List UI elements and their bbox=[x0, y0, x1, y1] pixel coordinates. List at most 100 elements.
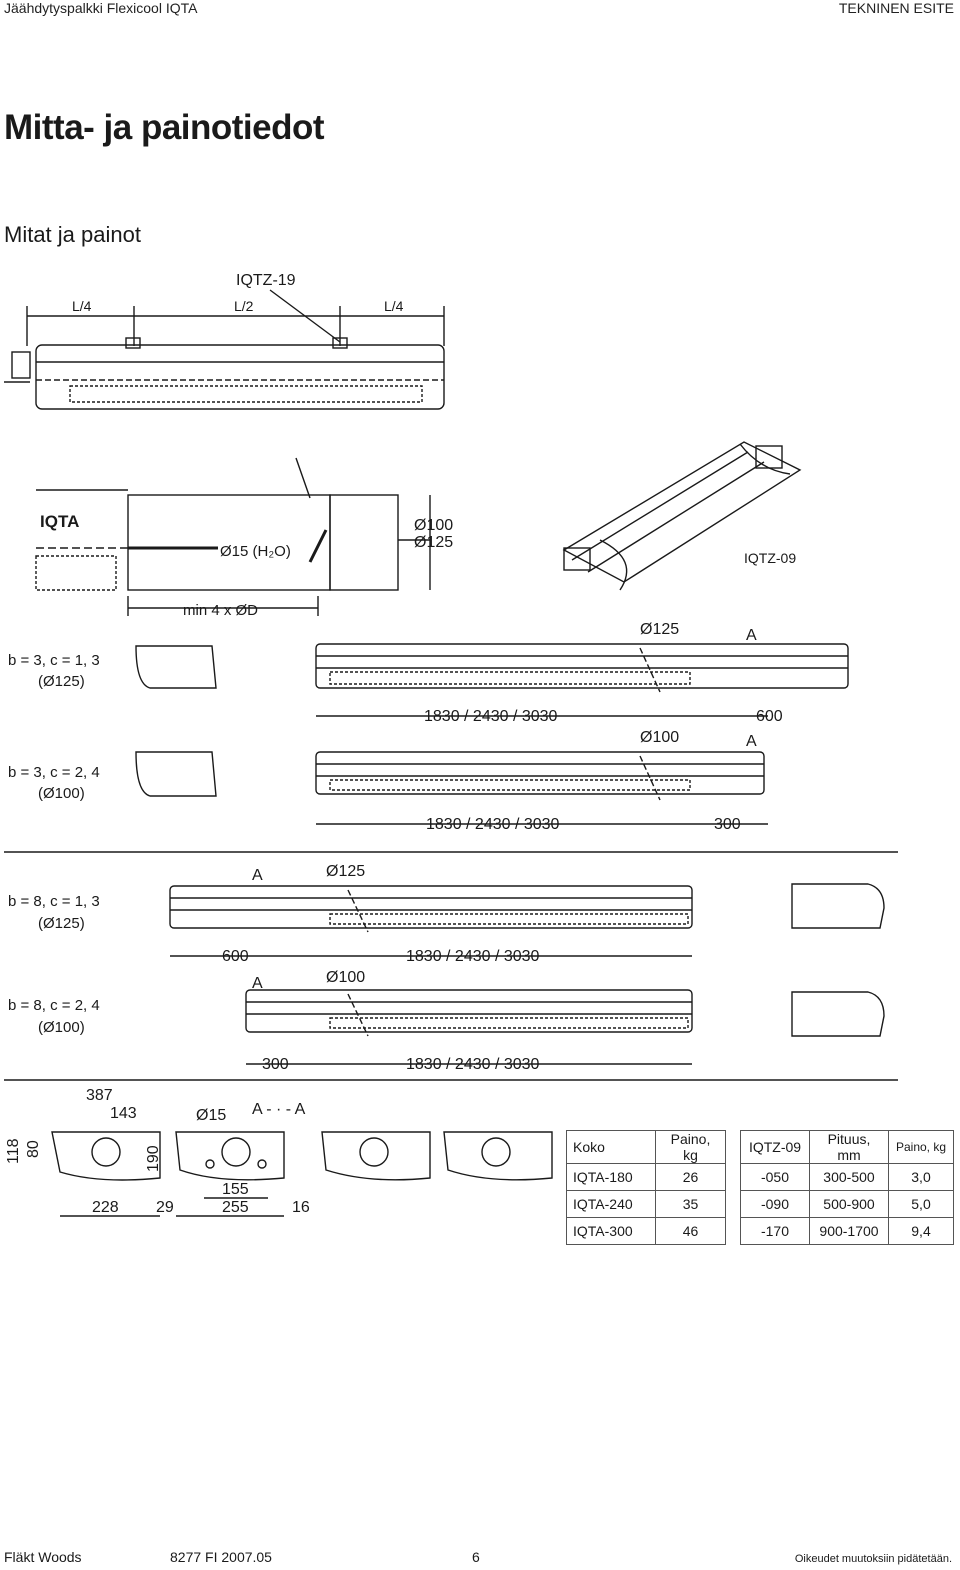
profile-b8-2 bbox=[791, 991, 885, 1037]
table-cell: 900-1700 bbox=[809, 1217, 889, 1245]
variant-b3-c24: b = 3, c = 2, 4 (Ø100) Ø100 A 1830 / 243… bbox=[8, 729, 768, 833]
table-row: -090 500-900 5,0 bbox=[740, 1190, 954, 1218]
label-d125: Ø125 bbox=[414, 534, 453, 551]
section-profile-4 bbox=[443, 1131, 553, 1181]
dim-29: 29 bbox=[156, 1199, 174, 1216]
table-cell: -090 bbox=[740, 1190, 810, 1218]
dim-80: 80 bbox=[25, 1140, 42, 1158]
section-profile-1 bbox=[51, 1131, 161, 1181]
header-product: Jäähdytyspalkki Flexicool IQTA bbox=[4, 0, 198, 16]
table-header: Koko bbox=[566, 1130, 656, 1164]
variant-b3-1-duct: Ø125 bbox=[640, 621, 679, 638]
table-header: IQTZ-09 bbox=[740, 1130, 810, 1164]
variant-b8-c13: b = 8, c = 1, 3 (Ø125) Ø125 A 600 1830 /… bbox=[8, 863, 885, 965]
table-cell: -050 bbox=[740, 1163, 810, 1191]
label-iqta: IQTA bbox=[40, 512, 79, 531]
iqtz-table: IQTZ-09 Pituus, mm Paino, kg -050 300-50… bbox=[740, 1130, 954, 1245]
header-doc-type: TEKNINEN ESITE bbox=[838, 0, 954, 16]
table-cell: IQTA-240 bbox=[566, 1190, 656, 1218]
table-cell: 26 bbox=[655, 1163, 726, 1191]
table-row: -050 300-500 3,0 bbox=[740, 1163, 954, 1191]
table-row: IQTA-240 35 bbox=[566, 1190, 726, 1218]
footer-note: Oikeudet muutoksiin pidätetään. bbox=[794, 1553, 952, 1565]
variant-b3-1-length: 1830 / 2430 / 3030 bbox=[424, 708, 558, 725]
variant-b8-2-end: 300 bbox=[262, 1056, 289, 1073]
variant-b3-1-end: 600 bbox=[756, 708, 783, 725]
inlet-detail: IQTA Ø15 (H₂O) Ø100 Ø125 min 4 x ØD bbox=[35, 457, 453, 619]
variant-b8-1-line2: (Ø125) bbox=[38, 915, 85, 932]
label-aa: A - · - A bbox=[252, 1101, 306, 1118]
variant-b8-1-duct: Ø125 bbox=[326, 863, 365, 880]
dim-143: 143 bbox=[110, 1105, 137, 1122]
section-subtitle: Mitat ja painot bbox=[4, 222, 141, 247]
dim-l4-right: L/4 bbox=[384, 298, 404, 314]
label-min: min 4 x ØD bbox=[183, 602, 258, 619]
table-cell: 300-500 bbox=[809, 1163, 889, 1191]
page-number: 6 bbox=[472, 1549, 480, 1565]
dim-155: 155 bbox=[222, 1181, 249, 1198]
top-beam-view: IQTZ-19 L/4 L/2 L/4 bbox=[4, 272, 445, 410]
table-row: IQTA-300 46 bbox=[566, 1217, 726, 1245]
iqtz09-perspective: IQTZ-09 bbox=[562, 441, 802, 591]
section-profile-3 bbox=[321, 1131, 431, 1181]
variant-b3-2-end: 300 bbox=[714, 816, 741, 833]
variant-b3-2-line2: (Ø100) bbox=[38, 785, 85, 802]
table-cell: 3,0 bbox=[888, 1163, 954, 1191]
profile-b3-2 bbox=[135, 751, 217, 797]
variant-b8-2-line1: b = 8, c = 2, 4 bbox=[8, 997, 100, 1014]
variant-b8-1-line1: b = 8, c = 1, 3 bbox=[8, 893, 100, 910]
variant-b3-2-line1: b = 3, c = 2, 4 bbox=[8, 764, 100, 781]
table-header: Paino, kg bbox=[888, 1130, 954, 1164]
variant-b3-1-line1: b = 3, c = 1, 3 bbox=[8, 652, 100, 669]
table-cell: IQTA-180 bbox=[566, 1163, 656, 1191]
table-row: -170 900-1700 9,4 bbox=[740, 1217, 954, 1245]
variant-b8-2-length: 1830 / 2430 / 3030 bbox=[406, 1056, 540, 1073]
table-cell: IQTA-300 bbox=[566, 1217, 656, 1245]
weights-table: Koko Paino, kg IQTA-180 26 IQTA-240 35 I… bbox=[566, 1130, 726, 1245]
label-iqtz19: IQTZ-19 bbox=[236, 272, 296, 289]
footer-code: 8277 FI 2007.05 bbox=[170, 1549, 272, 1565]
variant-b8-2-section: A bbox=[252, 975, 263, 992]
section-profile-2 bbox=[175, 1131, 285, 1181]
table-cell: 9,4 bbox=[888, 1217, 954, 1245]
profile-b8-1 bbox=[791, 883, 885, 929]
variant-b8-1-end: 600 bbox=[222, 948, 249, 965]
table-cell: 500-900 bbox=[809, 1190, 889, 1218]
variant-b8-2-line2: (Ø100) bbox=[38, 1019, 85, 1036]
dim-387: 387 bbox=[86, 1087, 113, 1104]
page-title: Mitta- ja painotiedot bbox=[4, 108, 325, 147]
variant-b3-2-section: A bbox=[746, 733, 757, 750]
table-row: IQTA-180 26 bbox=[566, 1163, 726, 1191]
variant-b3-c13: b = 3, c = 1, 3 (Ø125) Ø125 A 1830 / 243… bbox=[8, 621, 849, 725]
profile-b3-1 bbox=[135, 645, 217, 689]
variant-b3-2-length: 1830 / 2430 / 3030 bbox=[426, 816, 560, 833]
variant-b8-2-duct: Ø100 bbox=[326, 969, 365, 986]
dim-l4-left: L/4 bbox=[72, 298, 92, 314]
dim-118: 118 bbox=[5, 1138, 22, 1164]
dim-190: 190 bbox=[145, 1145, 162, 1172]
footer-brand: Fläkt Woods bbox=[4, 1549, 82, 1565]
table-header-row: Koko Paino, kg bbox=[566, 1130, 726, 1164]
table-cell: 35 bbox=[655, 1190, 726, 1218]
dim-255: 255 bbox=[222, 1199, 249, 1216]
table-header-row: IQTZ-09 Pituus, mm Paino, kg bbox=[740, 1130, 954, 1164]
label-d100: Ø100 bbox=[414, 517, 453, 534]
variant-b3-1-line2: (Ø125) bbox=[38, 673, 85, 690]
dim-l2: L/2 bbox=[234, 298, 254, 314]
label-iqtz09: IQTZ-09 bbox=[744, 550, 796, 566]
cross-sections: 387 143 Ø15 A - · - A 118 80 190 228 29 … bbox=[5, 1087, 553, 1217]
label-water: Ø15 (H₂O) bbox=[220, 543, 291, 560]
table-cell: -170 bbox=[740, 1217, 810, 1245]
dim-d15: Ø15 bbox=[196, 1107, 226, 1124]
variant-b3-1-section: A bbox=[746, 627, 757, 644]
variant-b8-c24: b = 8, c = 2, 4 (Ø100) Ø100 A 300 1830 /… bbox=[8, 969, 885, 1073]
variant-b8-1-section: A bbox=[252, 867, 263, 884]
dim-228: 228 bbox=[92, 1199, 119, 1216]
table-cell: 46 bbox=[655, 1217, 726, 1245]
variant-b3-2-duct: Ø100 bbox=[640, 729, 679, 746]
table-header: Paino, kg bbox=[655, 1130, 726, 1164]
dim-16: 16 bbox=[292, 1199, 310, 1216]
variant-b8-1-length: 1830 / 2430 / 3030 bbox=[406, 948, 540, 965]
table-header: Pituus, mm bbox=[809, 1130, 889, 1164]
